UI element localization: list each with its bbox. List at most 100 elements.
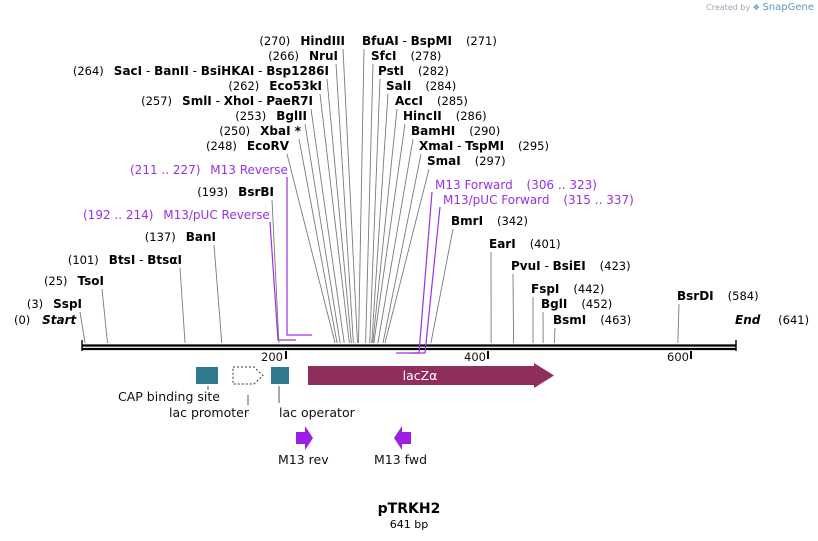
enzyme-name: BglI [541,297,567,311]
enzyme-name: PaeR7I [266,94,313,108]
site-position: (270) [259,34,290,48]
enzyme-name: BspMI [411,34,452,48]
enzyme-site-left-4[interactable]: (193)BsrBI [197,185,274,199]
enzyme-site-left-5[interactable]: (248)EcoRV [206,139,290,153]
primer-m13-puc-forward-label[interactable]: M13/pUC Forward (315 .. 337) [443,193,634,207]
enzyme-name: SacI [114,64,142,78]
enzyme-name: AccI [395,94,423,108]
enzyme-site-right-1[interactable]: SfcI(278) [371,49,441,63]
cap-binding-site-box[interactable] [196,367,218,384]
primer-m13-reverse-bar [286,177,312,336]
enzyme-name: HindIII [300,34,345,48]
leader-left-6 [298,138,338,344]
leader-left-3 [213,244,223,344]
enzyme-site-right-10[interactable]: EarI (401) [489,237,561,251]
separator: - [142,64,154,78]
enzyme-site-left-0[interactable]: (3)SspI [27,297,82,311]
site-position: (342) [497,214,528,228]
m13-fwd-arrow-icon[interactable] [394,426,411,450]
enzyme-site-left-10[interactable]: (264)SacI - BanII - BsiHKAI - Bsp1286I [73,64,329,78]
enzyme-name: BtsI [109,253,136,267]
enzyme-site-right-13[interactable]: BglI(452) [541,297,612,311]
leader-right-1 [365,63,374,344]
leader-right-3 [371,93,389,344]
site-position: (297) [475,154,506,168]
separator: - [254,94,266,108]
enzyme-site-left-3[interactable]: (137)BanI [145,230,216,244]
ruler-tick-600: 600 [667,350,689,364]
end-label: End (641) [735,313,809,327]
enzyme-site-right-4[interactable]: AccI (285) [395,94,468,108]
leader-left-1 [101,288,108,344]
enzyme-site-right-15[interactable]: BsrDI(584) [677,289,759,303]
cap-binding-site-label: CAP binding site [118,389,220,404]
enzyme-name: TspMI [465,139,504,153]
m13-rev-arrow-icon[interactable] [296,426,313,450]
enzyme-site-left-9[interactable]: (262) Eco53kI [228,79,322,93]
enzyme-site-right-7[interactable]: XmaI - TspMI(295) [419,139,549,153]
primer-range: (192 .. 214) [83,208,153,222]
backbone [81,340,737,351]
enzyme-site-right-3[interactable]: SalI(284) [386,79,456,93]
end-text: End [735,313,761,327]
site-position: (262) [228,79,259,93]
enzyme-site-right-0[interactable]: BfuAI - BspMI(271) [362,34,497,48]
primer-m13-puc-reverse-bar [269,221,296,341]
enzyme-site-right-8[interactable]: SmaI(297) [427,154,506,168]
leader-left-0 [79,311,86,344]
primer-m13-forward-label[interactable]: M13 Forward (306 .. 323) [435,178,597,192]
leader-right-4 [372,108,398,344]
primer-m13-puc-reverse-label[interactable]: (192 .. 214) M13/pUC Reverse [83,208,270,222]
leader-left-9 [319,93,350,344]
lacz-alpha-arrow[interactable] [308,363,554,388]
site-position: (285) [437,94,468,108]
enzyme-site-left-11[interactable]: (266)NruI [268,49,338,63]
enzyme-site-left-8[interactable]: (257)SmlI - XhoI - PaeR7I [141,94,313,108]
lac-promoter-arrow[interactable] [232,366,264,385]
lac-operator-box[interactable] [271,367,289,384]
enzyme-name: Eco53kI [269,79,322,93]
snapgene-logo-icon: ❖ [752,3,760,12]
m13-fwd-label: M13 fwd [374,452,427,467]
separator: - [399,34,411,48]
primer-name: M13/pUC Forward [443,193,550,207]
enzyme-site-right-5[interactable]: HincII(286) [403,109,487,123]
enzyme-name: BanII [154,64,189,78]
enzyme-site-right-11[interactable]: PvuI - BsiEI(423) [511,259,631,273]
enzyme-name: EarI [489,237,516,251]
site-position: (284) [425,79,456,93]
leader-left-10 [326,78,352,344]
enzyme-site-left-6[interactable]: (250)XbaI * [219,124,302,138]
enzyme-site-right-2[interactable]: PstI(282) [378,64,449,78]
enzyme-name: BfuAI [362,34,399,48]
separator: - [541,259,553,273]
enzyme-name: BmrI [451,214,483,228]
primer-range: (211 .. 227) [130,163,200,177]
enzyme-site-right-9[interactable]: BmrI (342) [451,214,528,228]
site-position: (25) [44,274,68,288]
enzyme-site-left-12[interactable]: (270) HindIII [259,34,345,48]
leader-left-4 [271,199,280,344]
site-position: (401) [530,237,561,251]
enzyme-site-left-2[interactable]: (101)BtsI - BtsαI [68,253,182,267]
site-position: (264) [73,64,104,78]
enzyme-name: Bsp1286I [266,64,329,78]
enzyme-name: FspI [531,282,559,296]
enzyme-site-left-7[interactable]: (253)BglII [235,109,307,123]
enzyme-site-right-6[interactable]: BamHI(290) [411,124,500,138]
leader-right-6 [377,138,414,344]
enzyme-name: TsoI [78,274,104,288]
enzyme-name: BglII [276,109,307,123]
leader-right-14 [553,327,556,344]
credit-prefix: Created by [706,3,751,12]
enzyme-site-left-1[interactable]: (25) TsoI [44,274,104,288]
enzyme-site-right-14[interactable]: BsmI(463) [553,313,631,327]
enzyme-site-right-12[interactable]: FspI(442) [531,282,604,296]
enzyme-name: BsrBI [238,185,274,199]
enzyme-name: BsiHKAI [201,64,255,78]
primer-range: (315 .. 337) [563,193,633,207]
enzyme-name: SfcI [371,49,396,63]
primer-m13-reverse-label[interactable]: (211 .. 227) M13 Reverse [130,163,288,177]
plasmid-size: 641 bp [389,518,429,531]
